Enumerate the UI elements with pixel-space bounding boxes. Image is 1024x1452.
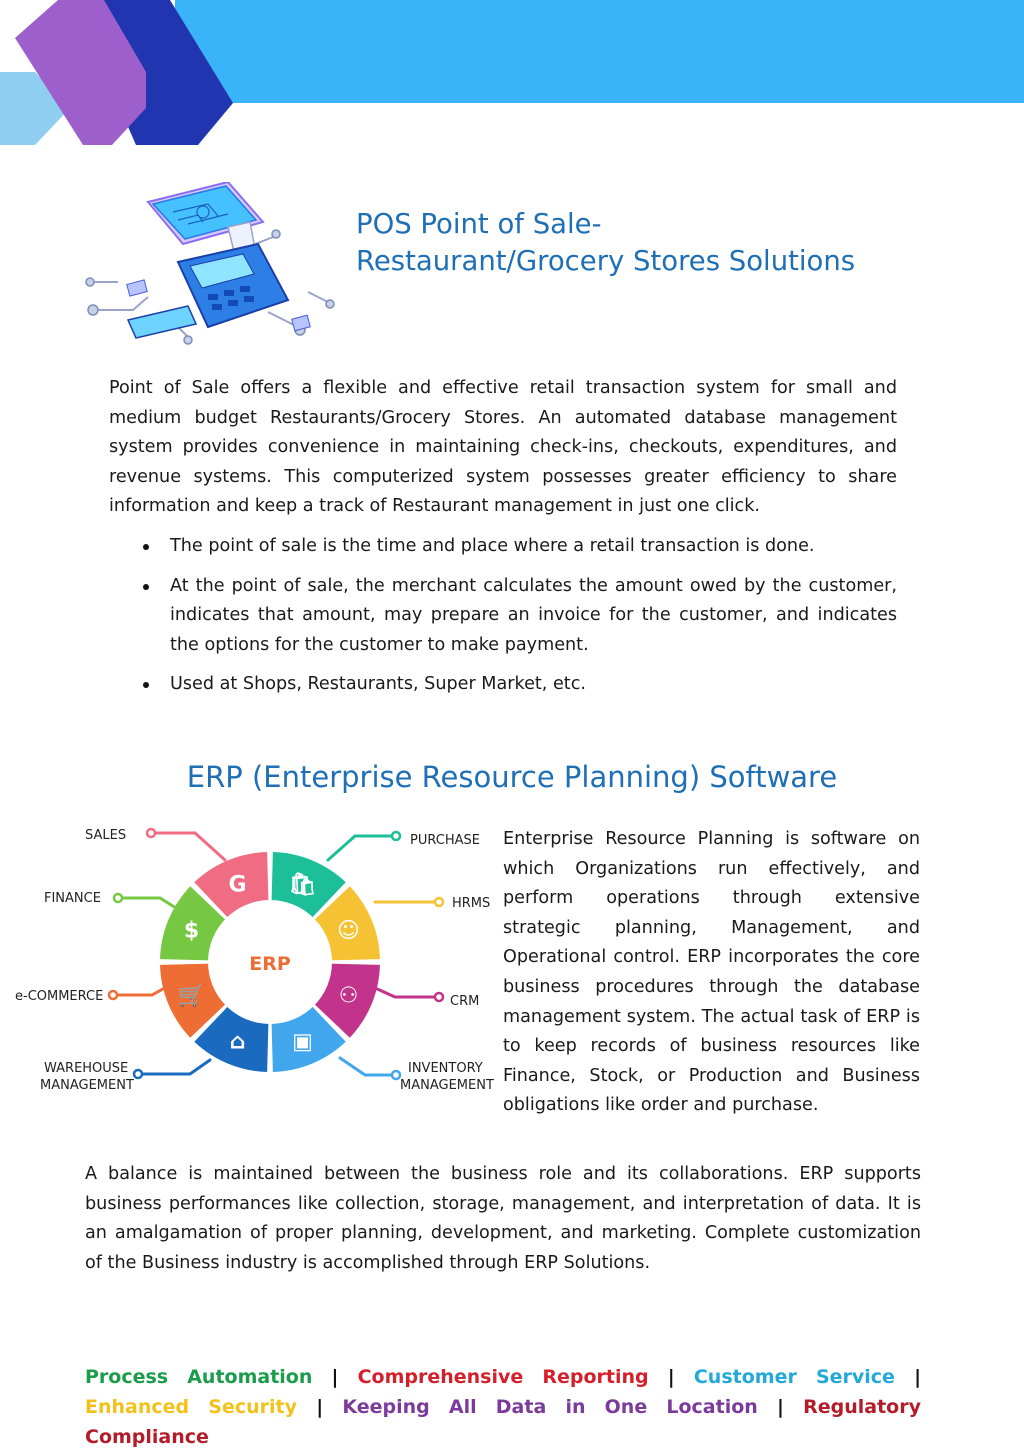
erp-ring: G 🛍 ☺ ⚇ ▣ ⌂ 🛒 $	[160, 852, 380, 1072]
pos-title-line1: POS Point of Sale-	[356, 208, 602, 240]
bullet-icon	[143, 682, 149, 689]
list-item: At the point of sale, the merchant calcu…	[109, 572, 897, 661]
list-item: Used at Shops, Restaurants, Super Market…	[109, 670, 897, 700]
pos-title-line2: Restaurant/Grocery Stores Solutions	[356, 245, 856, 277]
label-hrms: HRMS	[452, 896, 490, 911]
warehouse-icon: ⌂	[230, 1030, 246, 1055]
crm-connector	[373, 986, 437, 999]
label-inventory-line2: MANAGEMENT	[400, 1078, 494, 1093]
erp-segment-sales	[194, 852, 269, 919]
erp-paragraph-1: Enterprise Resource Planning is software…	[503, 829, 920, 1116]
erp-center-circle	[208, 900, 332, 1024]
erp-segment-ecommerce	[160, 963, 227, 1038]
cart-icon: 🛒	[178, 983, 205, 1009]
label-warehouse-line1: WAREHOUSE	[44, 1061, 128, 1076]
footer-item-enhanced-security: Enhanced Security	[85, 1396, 298, 1418]
google-pay-icon: G	[228, 872, 246, 897]
pos-terminal-illustration	[85, 182, 335, 345]
footer-item-keeping-all-data: Keeping All Data in One Location	[342, 1396, 758, 1418]
label-inventory-line1: INVENTORY	[408, 1061, 483, 1076]
pos-bullet-list: The point of sale is the time and place …	[109, 532, 897, 710]
erp-segment-crm	[313, 963, 380, 1038]
erp-segment-purchase	[271, 852, 346, 919]
label-ecommerce: e-COMMERCE	[15, 989, 103, 1004]
sales-connector	[153, 831, 227, 862]
inventory-connector	[338, 1056, 394, 1077]
bullet-text: Used at Shops, Restaurants, Super Market…	[170, 674, 586, 695]
label-warehouse-line2: MANAGEMENT	[40, 1078, 134, 1093]
footer-separator: |	[776, 1396, 784, 1418]
feature-footer: Process Automation | Comprehensive Repor…	[85, 1362, 921, 1452]
footer-item-process-automation: Process Automation	[85, 1366, 313, 1388]
footer-item-customer-service: Customer Service	[693, 1366, 895, 1388]
banner-purple-shape	[15, 0, 146, 145]
bullet-text: The point of sale is the time and place …	[170, 536, 815, 556]
pos-intro-paragraph: Point of Sale offers a flexible and effe…	[109, 378, 897, 517]
erp-segment-finance	[160, 886, 227, 961]
footer-separator: |	[331, 1366, 339, 1388]
header-banner	[0, 0, 1024, 145]
shopping-bag-icon: 🛍	[289, 871, 317, 897]
label-purchase: PURCHASE	[410, 833, 480, 848]
dollar-icon: $	[184, 918, 199, 943]
footer-separator: |	[914, 1366, 922, 1388]
label-finance: FINANCE	[44, 891, 101, 906]
erp-title: ERP (Enterprise Resource Planning) Softw…	[186, 760, 838, 794]
person-icon: ☺	[337, 918, 360, 943]
erp-segment-inventory	[271, 1005, 346, 1072]
footer-item-regulatory-compliance: Regulatory Compliance	[85, 1396, 921, 1448]
finance-connector	[118, 896, 178, 910]
erp-segment-warehouse	[194, 1005, 269, 1072]
erp-center-label: ERP	[249, 953, 291, 975]
footer-separator: |	[667, 1366, 675, 1388]
list-item: The point of sale is the time and place …	[109, 532, 897, 562]
bullet-text: At the point of sale, the merchant calcu…	[170, 575, 897, 655]
ecommerce-connector	[114, 983, 172, 997]
banner-bar	[175, 0, 1024, 103]
group-icon: ⚇	[339, 984, 359, 1009]
label-sales: SALES	[85, 828, 126, 843]
erp-segment-hrms	[313, 886, 380, 961]
box-icon: ▣	[292, 1030, 313, 1055]
bullet-icon	[143, 583, 149, 590]
bullet-icon	[143, 544, 149, 550]
purchase-connector	[326, 834, 394, 862]
erp-diagram: G 🛍 ☺ ⚇ ▣ ⌂ 🛒 $ ERP SALES PURCHASE FINANCE HRMS…	[15, 827, 494, 1093]
erp-paragraph-2: A balance is maintained between the busi…	[85, 1164, 921, 1273]
label-crm: CRM	[450, 994, 479, 1009]
footer-separator: |	[316, 1396, 324, 1418]
pos-title: POS Point of Sale- Restaurant/Grocery St…	[356, 206, 996, 280]
warehouse-connector	[140, 1058, 212, 1076]
footer-item-comprehensive-reporting: Comprehensive Reporting	[357, 1366, 649, 1388]
